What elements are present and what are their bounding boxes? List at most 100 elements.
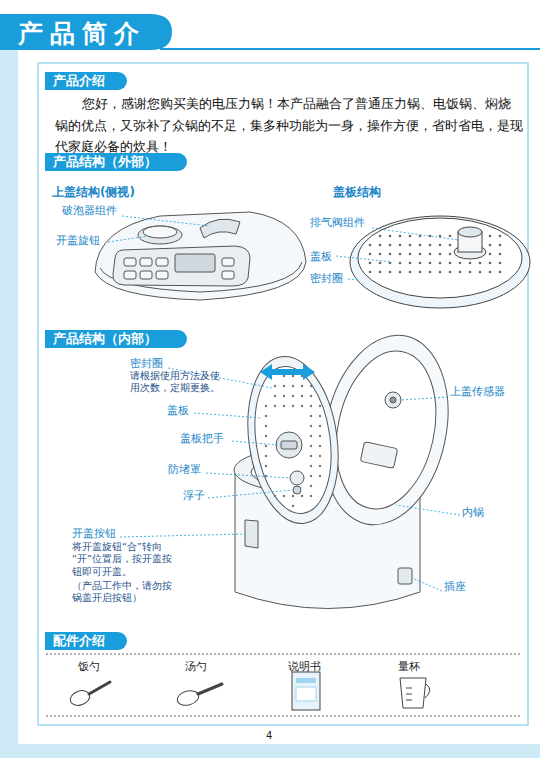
- lid-side-view-part: [175, 254, 215, 272]
- plate-holes-part: [409, 253, 412, 256]
- move-arrow-part: [260, 364, 315, 380]
- disc-holes-part: [265, 405, 267, 407]
- plate-holes-part: [429, 253, 432, 256]
- plate-holes-part: [449, 271, 452, 274]
- leader-lines-part: [396, 505, 460, 515]
- cooker-open-part: [385, 392, 401, 408]
- plate-holes-part: [409, 235, 412, 238]
- plate-holes-part: [489, 271, 492, 274]
- plate-holes-part: [399, 253, 402, 256]
- section-tab: 配件介绍: [45, 632, 127, 650]
- lid-side-view-part: [156, 271, 168, 279]
- disc-holes-part: [265, 455, 267, 457]
- disc-holes-part: [310, 455, 312, 457]
- page-frame-part: [0, 14, 172, 50]
- lid-side-view-part: [124, 258, 136, 266]
- leader-lines-part: [108, 236, 148, 242]
- lid-side-view-part: [140, 271, 152, 279]
- disc-holes-part: [265, 465, 267, 467]
- plate-holes-part: [469, 271, 472, 274]
- disc-holes-part: [310, 435, 312, 437]
- cooker-open-part: [290, 471, 304, 485]
- accessory-table-part: [46, 716, 520, 717]
- plate-holes-part: [489, 262, 492, 265]
- section-tab: 产品结构（外部）: [45, 153, 187, 171]
- accessory-icons-part: [406, 694, 412, 695]
- plate-holes-part: [489, 235, 492, 238]
- disc-holes-part: [292, 375, 294, 377]
- accessory-icons-part: [292, 672, 320, 710]
- lid-side-view-part: [138, 226, 182, 244]
- plate-holes-part: [429, 262, 432, 265]
- plate-holes-part: [459, 271, 462, 274]
- lid-plate: [350, 216, 530, 308]
- disc-holes-part: [310, 465, 312, 467]
- plate-holes-part: [449, 262, 452, 265]
- plate-holes-part: [389, 235, 392, 238]
- disc-holes-part: [292, 405, 294, 407]
- lid-side-view-part: [156, 258, 168, 266]
- leader-lines-part: [412, 578, 442, 591]
- disc-holes-part: [292, 505, 294, 507]
- disc-holes-part: [319, 455, 321, 457]
- intro-text: 您好，感谢您购买美的电压力锅！本产品融合了普通压力锅、电饭锅、焖烧锅的优点，又弥…: [55, 93, 523, 158]
- disc-holes-part: [319, 425, 321, 427]
- part-label: 排气阀组件: [310, 216, 390, 230]
- accessory-icons-part: [89, 682, 110, 694]
- plate-holes-part: [449, 244, 452, 247]
- cooker-open-part: [245, 520, 258, 548]
- cooker-open: [234, 324, 465, 609]
- disc-holes-part: [319, 415, 321, 417]
- plate-holes-part: [489, 253, 492, 256]
- lid-side-view-part: [222, 258, 234, 266]
- accessory-icons-part: [425, 684, 430, 698]
- note-text: （产品工作中，请勿按锅盖开启按钮）: [72, 580, 172, 605]
- leader-lines: [108, 216, 460, 591]
- disc-holes-part: [283, 375, 285, 377]
- disc-holes-part: [310, 385, 312, 387]
- accessory-name: 量杯: [398, 660, 438, 674]
- section-heading: 配件介绍: [53, 632, 105, 650]
- plate-holes-part: [449, 253, 452, 256]
- lid-side-view-part: [140, 258, 152, 266]
- accessory-icons-part: [68, 688, 92, 708]
- plate-holes-part: [399, 271, 402, 274]
- plate-holes-part: [389, 244, 392, 247]
- accessory-icons-part: [198, 684, 222, 694]
- cooker-open-part: [238, 351, 349, 530]
- plate-holes-part: [439, 271, 442, 274]
- lid-plate-part: [358, 218, 522, 298]
- lid-plate-part: [458, 227, 482, 237]
- plate-holes-part: [499, 253, 502, 256]
- accessory-icons-part: [176, 688, 201, 707]
- leader-lines-part: [232, 441, 278, 445]
- sub-heading: 上盖结构(侧视): [52, 185, 172, 201]
- plate-holes-part: [439, 244, 442, 247]
- plate-holes-part: [379, 235, 382, 238]
- plate-holes-part: [499, 244, 502, 247]
- plate-holes-part: [439, 253, 442, 256]
- section-heading: 产品介绍: [53, 72, 105, 90]
- page-number: 4: [266, 729, 286, 742]
- part-label: 防堵罩: [168, 463, 218, 477]
- plate-holes-part: [379, 253, 382, 256]
- accessory-icons-part: [406, 688, 412, 689]
- accessory-icons-part: [400, 678, 426, 708]
- cooker-open-part: [360, 442, 397, 469]
- plate-holes-part: [369, 253, 372, 256]
- disc-holes-part: [310, 485, 312, 487]
- disc-holes-part: [283, 395, 285, 397]
- disc-holes-part: [310, 395, 312, 397]
- disc-holes-part: [274, 385, 276, 387]
- plate-holes-part: [469, 262, 472, 265]
- disc-holes-part: [319, 465, 321, 467]
- part-label: 盖板把手: [180, 432, 240, 446]
- cooker-open-part: [281, 441, 297, 449]
- disc-holes-part: [310, 405, 312, 407]
- disc-holes-part: [301, 395, 303, 397]
- part-label: 插座: [444, 580, 484, 594]
- page-title: 产品简介: [18, 17, 146, 50]
- plate-holes-part: [499, 262, 502, 265]
- part-label: 盖板: [310, 250, 350, 264]
